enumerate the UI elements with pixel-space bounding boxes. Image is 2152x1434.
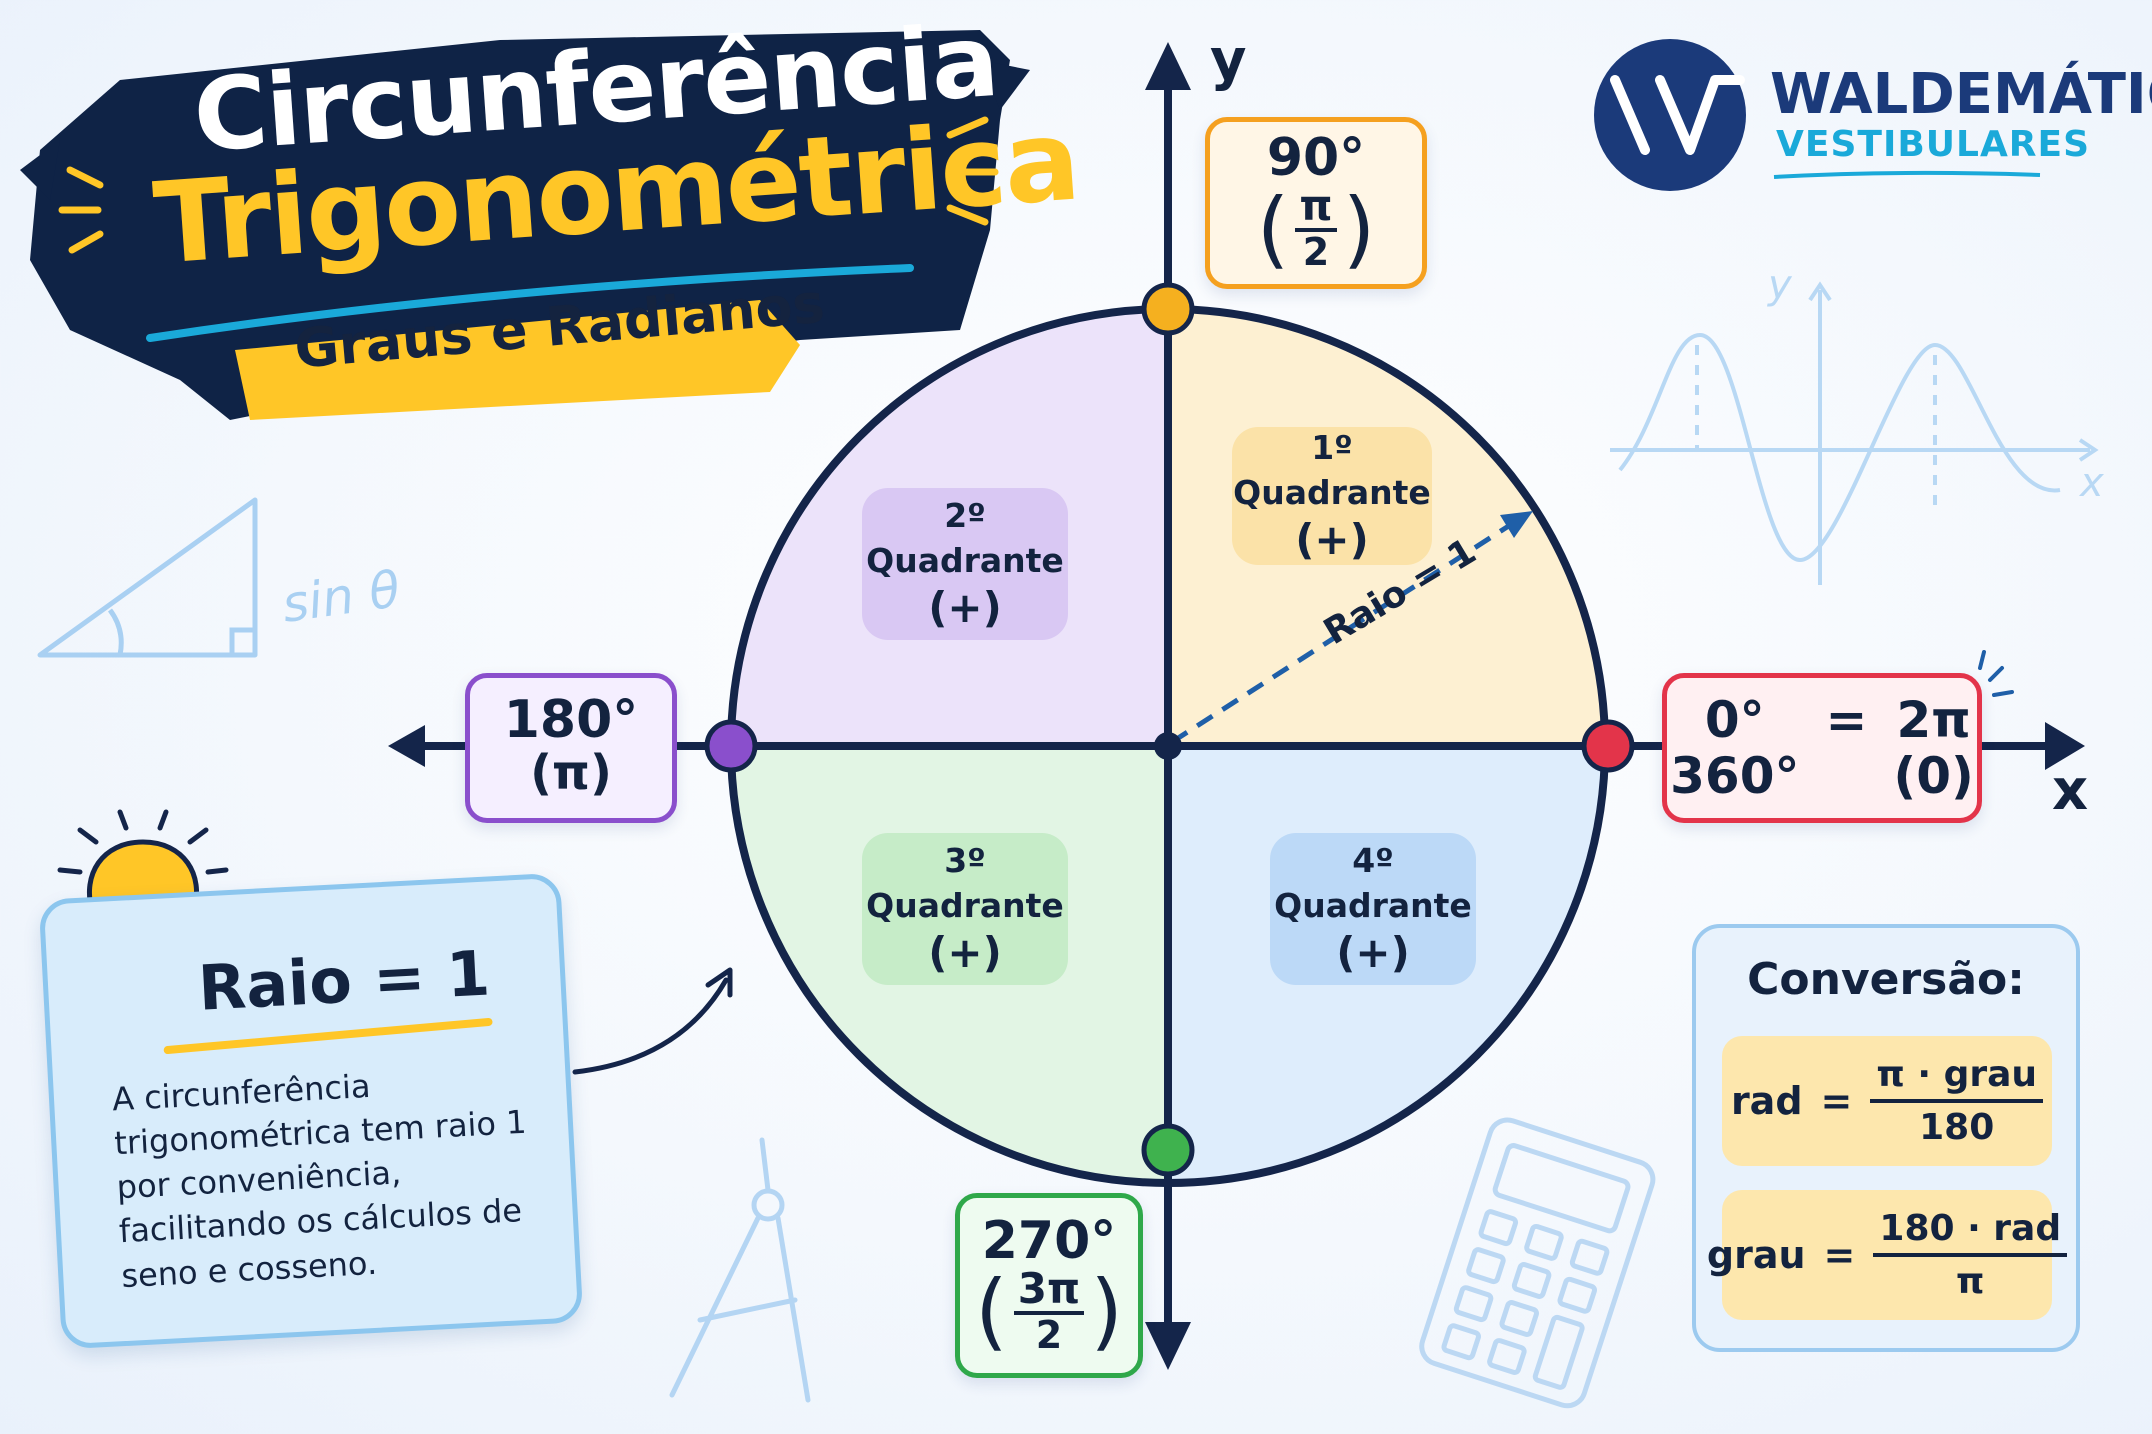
point-90 [1141, 282, 1195, 336]
radius-line [1170, 517, 1520, 745]
quadrant-ordinal: 2º [944, 496, 986, 536]
radius-note-card: Raio = 1 A circunferência trigonométrica… [38, 872, 584, 1350]
radius-arrow-icon [1500, 511, 1533, 538]
quadrant-ordinal: 1º [1311, 428, 1353, 468]
angle-270-rad-num: 3π [1013, 1266, 1085, 1315]
angle-0-box: 0° = 2π 360° (0) [1662, 673, 1982, 823]
graph-y-label: y [1768, 262, 1792, 308]
rad-formula: rad = π · grau 180 [1722, 1036, 2052, 1166]
angle-180-degrees: 180° [503, 690, 639, 751]
compass-doodle-icon [669, 1137, 811, 1403]
sparkle-icon [58, 116, 999, 254]
quadrant-4-label: 4º Quadrante (+) [1270, 833, 1476, 985]
angle-0-equals: = [1825, 690, 1868, 749]
triangle-doodle-icon [37, 497, 258, 658]
y-axis-up-arrow-icon [1145, 42, 1191, 90]
grau-formula-lhs: grau [1706, 1233, 1806, 1277]
angle-90-rad-num: π [1295, 183, 1337, 233]
quadrant-word: Quadrante [1233, 472, 1431, 512]
angle-180-radians: (π) [530, 745, 612, 802]
quadrant-sign: (+) [928, 583, 1002, 633]
quadrant-sign: (+) [1336, 928, 1410, 978]
rad-formula-denominator: 180 [1919, 1107, 1995, 1148]
brand-tagline: VESTIBULARES [1776, 124, 2091, 165]
brand-name: WALDEMÁTICA [1770, 62, 2152, 127]
paren-close: ) [1090, 1262, 1123, 1361]
paren-open: ( [974, 1262, 1008, 1361]
angle-360-degrees: 360° [1670, 747, 1800, 805]
grau-formula-numerator: 180 · rad [1873, 1208, 2068, 1257]
x-axis-label: x [2052, 758, 2089, 823]
angle-270-rad-den: 2 [1035, 1312, 1063, 1357]
pointer-arrow [572, 977, 729, 1075]
point-180 [704, 719, 758, 773]
angle-270-degrees: 270° [981, 1210, 1117, 1271]
y-axis-label: y [1210, 28, 1247, 93]
angle-90-degrees: 90° [1266, 128, 1366, 189]
angle-0-rad-zero: (0) [1893, 747, 1974, 805]
grau-formula-denominator: π [1956, 1261, 1985, 1302]
brand-logo-icon [1594, 39, 2041, 191]
rad-formula-numerator: π · grau [1870, 1054, 2044, 1103]
quadrant-3-label: 3º Quadrante (+) [862, 833, 1068, 985]
sine-graph-doodle-icon [1610, 281, 2099, 585]
angle-270-box: 270° ( 3π 2 ) [955, 1193, 1143, 1378]
quadrant-sign: (+) [1295, 515, 1369, 565]
calculator-doodle-icon [1419, 1117, 1656, 1409]
note-title: Raio = 1 [196, 936, 492, 1025]
rad-formula-lhs: rad [1730, 1079, 1803, 1123]
highlight-spark-icon [1978, 650, 2014, 697]
paren-open: ( [1256, 179, 1290, 278]
angle-180-box: 180° (π) [465, 673, 677, 823]
quadrant-ordinal: 3º [944, 841, 986, 881]
quadrant-word: Quadrante [866, 885, 1064, 925]
angle-0-degrees: 0° [1704, 690, 1765, 749]
paren-close: ) [1342, 179, 1376, 278]
quadrant-word: Quadrante [866, 540, 1064, 580]
y-axis-down-arrow-icon [1145, 1322, 1191, 1370]
angle-0-rad-2pi: 2π [1896, 690, 1971, 749]
angle-90-rad-den: 2 [1302, 230, 1330, 275]
origin-point [1154, 732, 1182, 760]
pointer-arrow-head-icon [705, 967, 733, 998]
note-text: A circunferência trigonométrica tem raio… [111, 1066, 528, 1295]
grau-formula: grau = 180 · rad π [1707, 1190, 2068, 1320]
quadrant-word: Quadrante [1274, 885, 1472, 925]
x-axis-left-arrow-icon [388, 725, 425, 767]
quadrant-1-label: 1º Quadrante (+) [1232, 427, 1432, 565]
point-0 [1581, 719, 1635, 773]
title-banner [20, 30, 1030, 420]
conversion-card: Conversão: rad = π · grau 180 grau = 180… [1692, 924, 2080, 1352]
quadrant-ordinal: 4º [1352, 841, 1394, 881]
angle-90-box: 90° ( π 2 ) [1205, 117, 1427, 289]
point-270 [1141, 1123, 1195, 1177]
graph-x-label: x [2080, 460, 2104, 506]
quadrant-sign: (+) [928, 928, 1002, 978]
quadrant-2-label: 2º Quadrante (+) [862, 488, 1068, 640]
grau-formula-equals: = [1823, 1233, 1856, 1277]
rad-formula-equals: = [1820, 1079, 1853, 1123]
x-axis-right-arrow-icon [2045, 722, 2085, 770]
conversion-title: Conversão: [1747, 954, 2025, 1005]
